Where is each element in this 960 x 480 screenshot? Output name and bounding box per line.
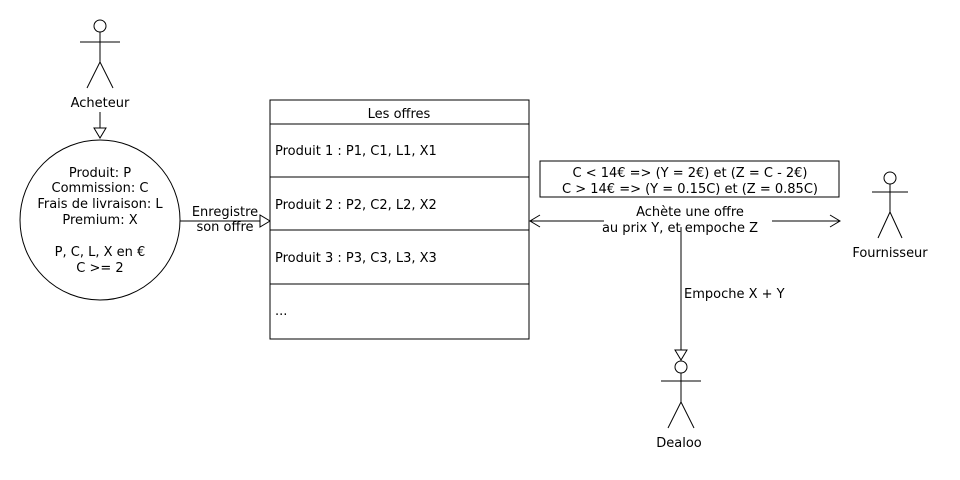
edge-buy-label-line1: Achète une offre bbox=[636, 205, 744, 220]
edge-buy-arrowhead-right bbox=[829, 214, 841, 228]
actor-dealoo-label: Dealoo bbox=[656, 436, 702, 451]
actor-dealoo bbox=[661, 360, 701, 429]
offers-table-frame bbox=[269, 99, 530, 340]
actor-fournisseur-head bbox=[883, 171, 897, 185]
actor-fournisseur-label: Fournisseur bbox=[852, 246, 928, 261]
condition-box-line: C > 14€ => (Y = 0.15C) et (Z = 0.85C) bbox=[562, 182, 818, 197]
buyer-node-line: Commission: C bbox=[52, 181, 149, 196]
buyer-node-line: Frais de livraison: L bbox=[37, 197, 163, 212]
edge-acheteur-arrowhead bbox=[93, 127, 107, 139]
edge-dealoo-arrowhead bbox=[674, 349, 688, 361]
condition-box-line: C < 14€ => (Y = 2€) et (Z = C - 2€) bbox=[572, 166, 807, 181]
actor-dealoo-leg-left bbox=[667, 401, 682, 429]
actor-acheteur-label: Acheteur bbox=[71, 96, 130, 111]
actor-dealoo-leg-right bbox=[680, 401, 695, 429]
edge-register-label-line1: Enregistre bbox=[192, 205, 258, 220]
offers-table-row: ... bbox=[275, 304, 287, 319]
edge-acheteur-to-node bbox=[93, 112, 107, 139]
buyer-node bbox=[19, 139, 181, 301]
condition-box bbox=[539, 160, 840, 198]
edge-register-offer bbox=[180, 214, 271, 228]
edge-buy-label-line2: au prix Y, et empoche Z bbox=[602, 221, 758, 236]
actor-acheteur-leg-right bbox=[99, 61, 114, 89]
edge-dealoo bbox=[674, 227, 688, 361]
buyer-node-line: P, C, L, X en € bbox=[55, 245, 146, 260]
actor-acheteur-leg-left bbox=[86, 61, 101, 89]
edge-buy-label-bg bbox=[604, 214, 772, 228]
edge-buy-arrowhead-left bbox=[529, 214, 541, 228]
buyer-node-line: C >= 2 bbox=[76, 261, 123, 276]
offers-table-row: Produit 2 : P2, C2, L2, X2 bbox=[275, 198, 437, 213]
edge-register-arrowhead bbox=[259, 214, 271, 228]
buyer-node-line: Premium: X bbox=[62, 213, 137, 228]
buyer-node-line: Produit: P bbox=[69, 166, 131, 181]
actor-dealoo-head bbox=[674, 360, 688, 374]
actor-acheteur bbox=[80, 19, 120, 89]
offers-table bbox=[269, 99, 530, 340]
offers-table-row: Produit 3 : P3, C3, L3, X3 bbox=[275, 251, 437, 266]
offers-table-row: Produit 1 : P1, C1, L1, X1 bbox=[275, 144, 437, 159]
edge-dealoo-label: Empoche X + Y bbox=[684, 287, 785, 302]
offers-table-title: Les offres bbox=[368, 107, 431, 122]
actor-fournisseur bbox=[872, 171, 908, 239]
actor-fournisseur-leg-left bbox=[877, 211, 891, 239]
edge-register-label-line2: son offre bbox=[196, 220, 253, 235]
actor-fournisseur-leg-right bbox=[889, 211, 903, 239]
actor-acheteur-head bbox=[93, 19, 107, 33]
